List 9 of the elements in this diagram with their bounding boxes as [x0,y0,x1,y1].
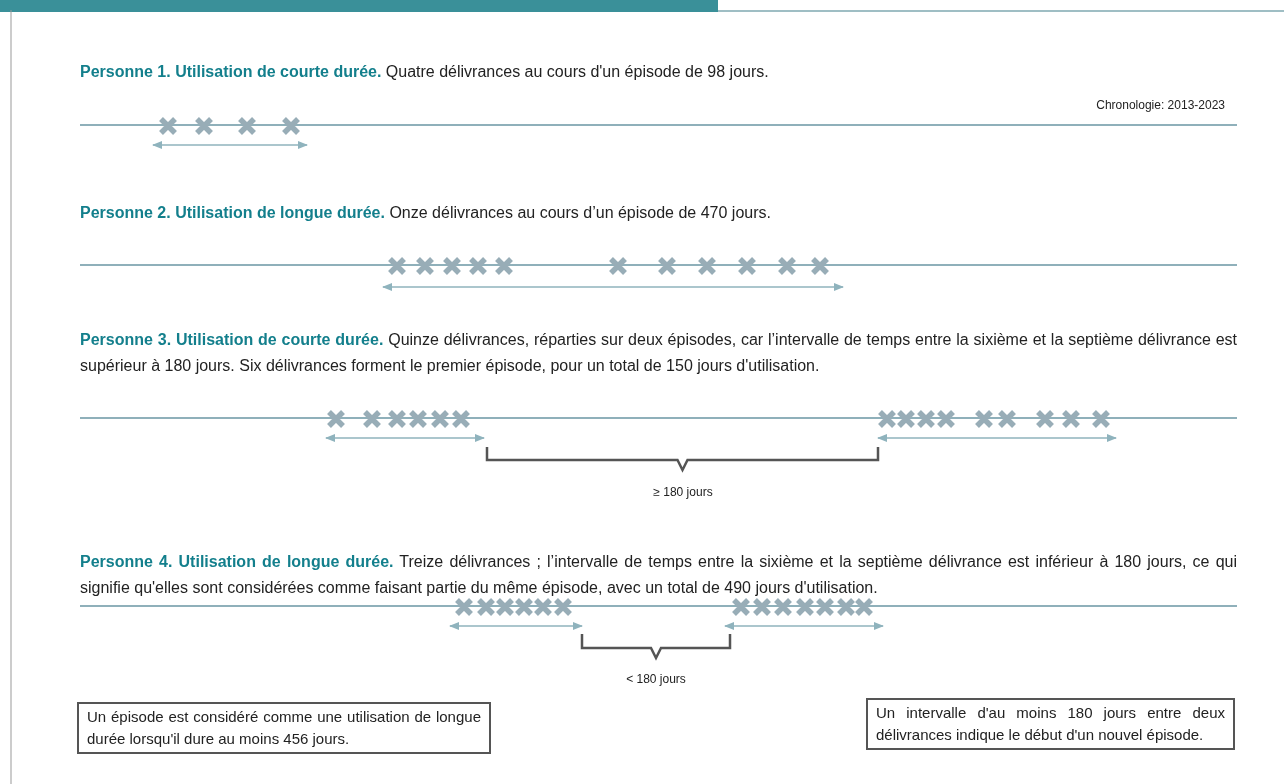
paragraph: Personne 3. Utilisation de courte durée. Quinze délivrances, réparties sur deux épisodes, car l’intervalle de temps entre la sixième et la septième délivrance est supérieur à 180 jours. Six délivrances forment le premier épisode, pour un total de 150 jours d'utilisation. [80,330,1237,376]
paragraph: Personne 2. Utilisation de longue durée. Onze délivrances au cours d’un épisode de 470 jours. [80,204,771,221]
paragraph: Personne 1. Utilisation de courte durée. Quatre délivrances au cours d'un épisode de 98 jours. [80,63,769,80]
interval-label: < 180 jours [626,672,686,686]
note-box: Un épisode est considéré comme une utilisation de longue durée lorsqu'il dure au moins 456 jours. [77,702,491,754]
paragraph: Personne 4. Utilisation de longue durée. Treize délivrances ; l’intervalle de temps entre la sixième et la septième délivrance est inférieur à 180 jours, ce qui signifie qu'elles sont considérées comme faisant partie du même épisode, avec un total de 490 jours d'utilisation. [80,552,1237,598]
timeline-caption: Chronologie: 2013-2023 [1096,98,1225,112]
interval-label: ≥ 180 jours [653,485,713,499]
note-box: Un intervalle d'au moins 180 jours entre deux délivrances indique le début d'un nouvel épisode. [866,698,1235,750]
